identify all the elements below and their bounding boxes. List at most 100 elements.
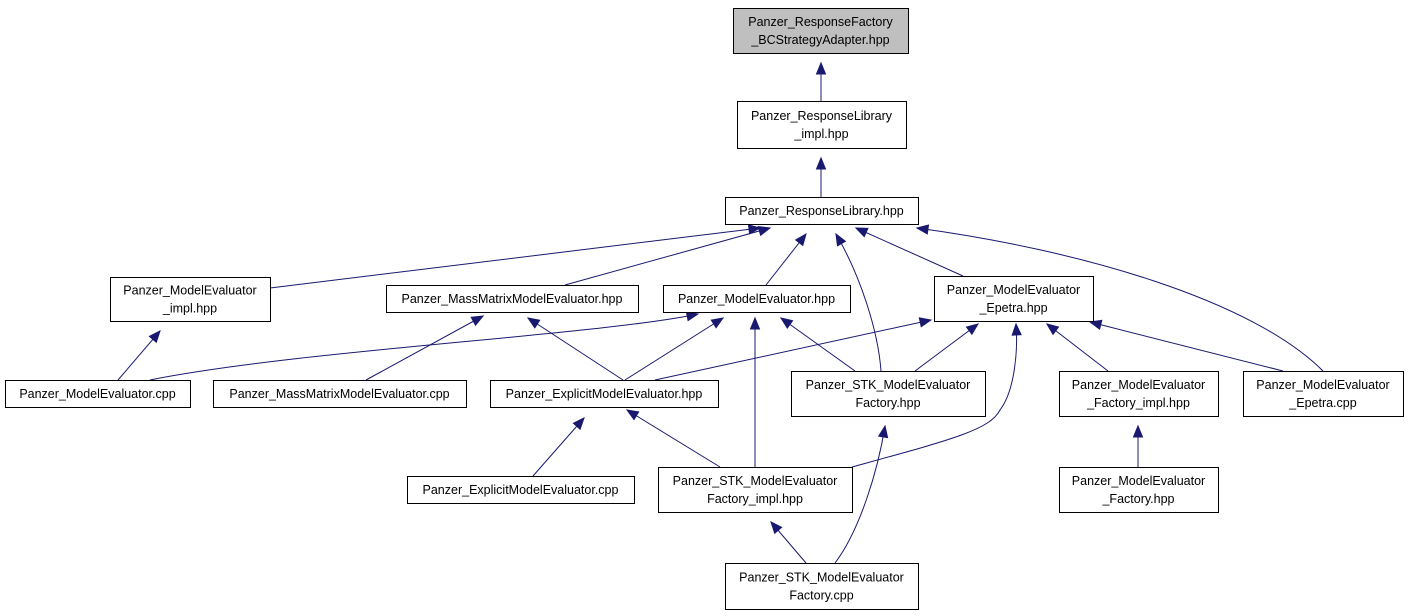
arrowhead	[685, 311, 700, 322]
node-mm-me[interactable]: Panzer_MassMatrixModelEvaluator.hpp	[386, 285, 639, 313]
edge-mef-impl-to-me-epetra	[1045, 323, 1109, 372]
edge-me-epetra-to-rl	[854, 227, 964, 277]
node-mm-me-cpp[interactable]: Panzer_MassMatrixModelEvaluator.cpp	[213, 380, 467, 408]
node-expl-me-cpp[interactable]: Panzer_ExplicitModelEvaluator.cpp	[407, 476, 635, 504]
node-box	[737, 101, 907, 149]
edge-stk-mef-impl-to-expl-me	[625, 409, 721, 468]
edge-line	[365, 315, 484, 381]
node-label-line: _BCStrategyAdapter.hpp	[750, 33, 889, 47]
node-label-line: Panzer_ExplicitModelEvaluator.cpp	[423, 483, 619, 497]
node-expl-me[interactable]: Panzer_ExplicitModelEvaluator.hpp	[490, 380, 719, 408]
node-label-line: Factory.hpp	[855, 396, 920, 410]
node-box	[658, 467, 853, 513]
arrowhead	[854, 227, 869, 238]
node-box	[1243, 371, 1404, 417]
edge-line	[1046, 323, 1109, 372]
node-rf-bcsa[interactable]: Panzer_ResponseFactory _BCStrategyAdapter…	[733, 8, 909, 54]
edge-line	[532, 417, 585, 477]
node-box	[791, 371, 986, 417]
node-label-line: Factory_impl.hpp	[707, 492, 803, 506]
edge-expl-me-to-mm-me	[526, 317, 624, 381]
arrowhead	[1132, 424, 1144, 438]
edge-line	[624, 317, 724, 381]
arrowhead	[815, 61, 827, 75]
node-box	[934, 276, 1094, 322]
edge-stk-mef-to-rl	[835, 232, 882, 372]
node-rl[interactable]: Panzer_ResponseLibrary.hpp	[725, 197, 919, 225]
node-layer: Panzer_ResponseFactory _BCStrategyAdapter…	[5, 8, 1404, 610]
node-label-line: Panzer_MassMatrixModelEvaluator.hpp	[402, 292, 623, 306]
node-me-impl[interactable]: Panzer_ModelEvaluator _impl.hpp	[110, 277, 271, 322]
edge-stk-mef-to-me-epetra	[914, 323, 980, 372]
edge-me-to-rl	[765, 232, 807, 286]
node-me[interactable]: Panzer_ModelEvaluator.hpp	[663, 285, 851, 313]
node-stk-mef-impl[interactable]: Panzer_STK_ModelEvaluatorFactory_impl.hp…	[658, 467, 853, 513]
arrowhead	[572, 417, 585, 431]
node-box	[386, 285, 639, 313]
node-box	[725, 197, 919, 225]
node-label-line: _Epetra.hpp	[978, 301, 1047, 315]
edge-line	[914, 323, 979, 372]
node-label-line: Panzer_STK_ModelEvaluator	[806, 378, 971, 392]
node-label-line: Panzer_STK_ModelEvaluator	[673, 474, 838, 488]
node-mef[interactable]: Panzer_ModelEvaluator_Factory.hpp	[1059, 467, 1219, 513]
node-label-line: Factory.cpp	[789, 589, 853, 603]
edge-line	[149, 313, 699, 381]
edge-layer	[117, 61, 1324, 564]
edge-me-epetra-cpp-to-me-epetra	[1088, 319, 1284, 372]
edge-me-epetra-cpp-to-rl	[915, 224, 1324, 372]
arrowhead	[1045, 323, 1060, 336]
node-mef-impl[interactable]: Panzer_ModelEvaluator_Factory_impl.hpp	[1059, 371, 1219, 417]
arrowhead	[749, 316, 761, 330]
node-box	[213, 380, 467, 408]
edge-line	[654, 319, 932, 381]
node-label-line: Panzer_ExplicitModelEvaluator.hpp	[506, 387, 703, 401]
edge-me-cpp-to-me-impl	[117, 330, 161, 381]
arrowhead	[710, 317, 725, 329]
node-box	[407, 476, 635, 504]
node-me-epetra-cpp[interactable]: Panzer_ModelEvaluator _Epetra.cpp	[1243, 371, 1404, 417]
edge-mm-me-to-rl	[564, 226, 772, 286]
edge-me-cpp-to-me	[149, 311, 700, 381]
node-label-line: Panzer_ModelEvaluator.cpp	[19, 387, 175, 401]
node-label-line: Panzer_ModelEvaluator.hpp	[678, 292, 835, 306]
arrowhead	[770, 521, 783, 535]
node-box	[490, 380, 719, 408]
edge-line	[527, 317, 624, 381]
node-label-line: Panzer_ResponseFactory	[748, 15, 893, 29]
node-me-cpp[interactable]: Panzer_ModelEvaluator.cpp	[5, 380, 191, 408]
arrowhead	[794, 232, 807, 247]
edge-line	[1089, 321, 1284, 372]
arrowhead	[625, 409, 640, 421]
arrowhead	[470, 315, 485, 327]
node-label-line: Panzer_ModelEvaluator	[947, 283, 1080, 297]
node-label-line: _Factory_impl.hpp	[1086, 396, 1190, 410]
arrowhead	[148, 330, 161, 344]
edge-line	[564, 227, 771, 286]
node-label-line: Panzer_ModelEvaluator	[1256, 378, 1389, 392]
edge-me-impl-to-rl	[269, 224, 762, 289]
node-label-line: Panzer_ModelEvaluator	[1072, 474, 1205, 488]
node-label-line: _Epetra.cpp	[1288, 396, 1356, 410]
edge-rl-to-rl-impl	[815, 156, 827, 197]
node-me-epetra[interactable]: Panzer_ModelEvaluator _Epetra.hpp	[934, 276, 1094, 322]
node-box	[663, 285, 851, 313]
node-label-line: _impl.hpp	[793, 127, 848, 141]
node-box	[5, 380, 191, 408]
arrowhead	[815, 156, 827, 170]
edge-expl-me-to-me-epetra	[654, 317, 933, 381]
node-rl-impl[interactable]: Panzer_ResponseLibrary_impl.hpp	[737, 101, 907, 149]
node-label-line: _impl.hpp	[162, 302, 217, 316]
arrowhead	[779, 317, 794, 329]
arrowhead	[965, 323, 980, 336]
edge-stk-mef-cpp-to-stk-mef	[834, 424, 889, 564]
edge-line	[835, 233, 882, 372]
edge-stk-mef-impl-to-me	[749, 316, 761, 467]
node-label-line: Panzer_ModelEvaluator	[123, 284, 256, 298]
arrowhead	[747, 224, 762, 235]
edge-expl-me-cpp-to-expl-me	[532, 417, 585, 477]
edge-line	[834, 425, 886, 564]
